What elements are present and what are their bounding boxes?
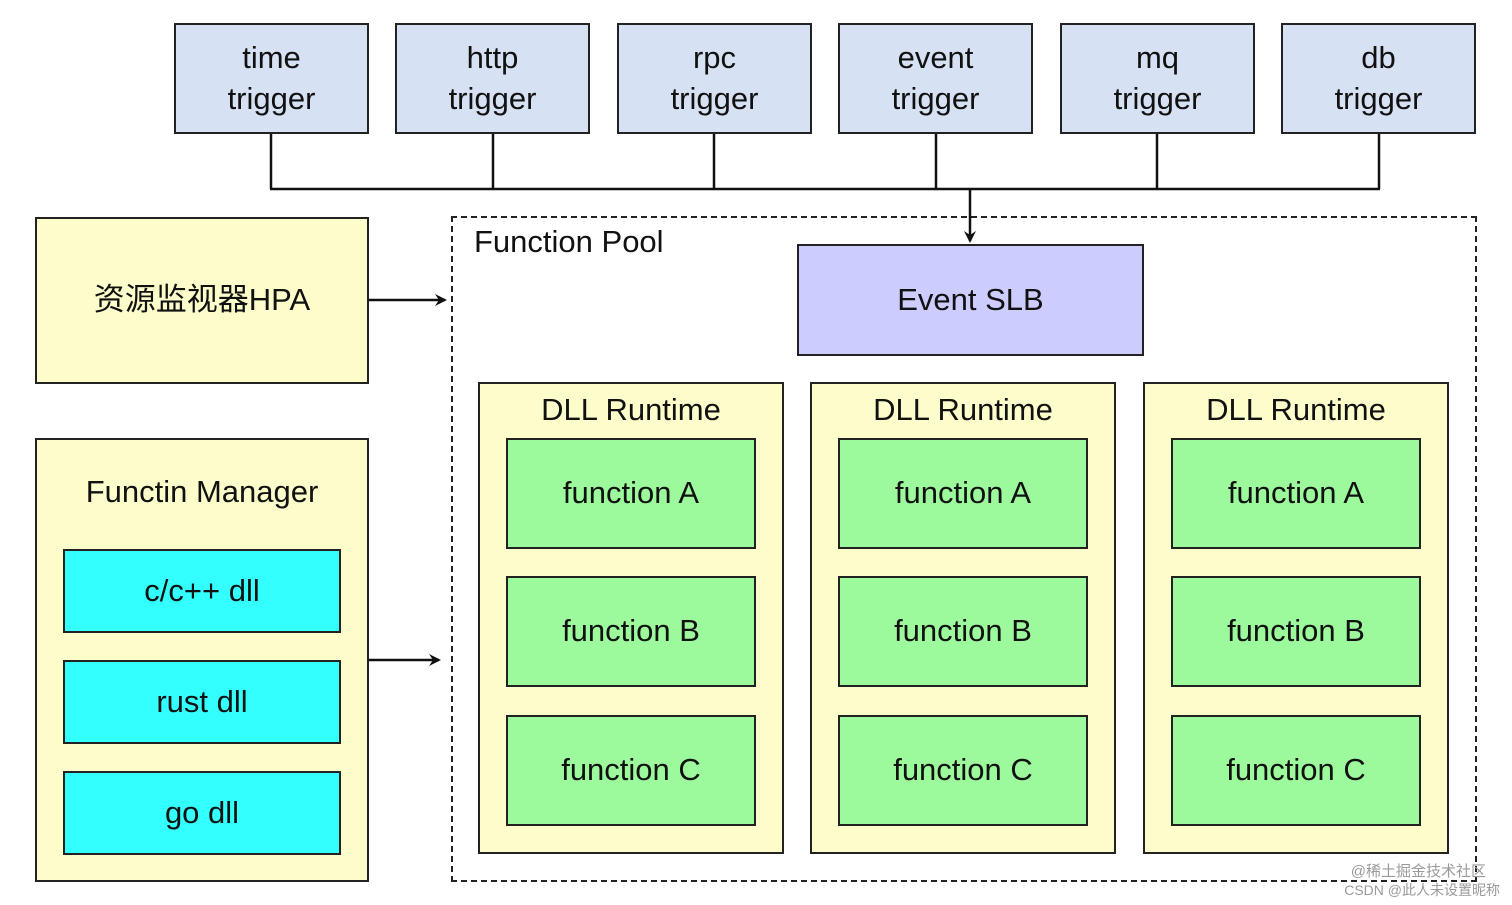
function-box: function A (506, 438, 756, 549)
watermark-line-1: @稀土掘金技术社区 (1350, 863, 1486, 880)
trigger-label: mq (1135, 40, 1180, 76)
monitor-label: 资源监视器HPA (93, 282, 311, 318)
runtime-title: DLL Runtime (1206, 392, 1386, 427)
function-box: function A (838, 438, 1088, 549)
trigger-label: trigger (227, 80, 316, 116)
function-box: function C (838, 715, 1088, 826)
function-label: function B (562, 613, 700, 649)
function-label: function A (1227, 475, 1365, 511)
function-box: function B (506, 576, 756, 687)
function-box: function C (506, 715, 756, 826)
event-trigger-box: event trigger (838, 23, 1033, 134)
trigger-label: http (466, 40, 519, 76)
function-label: function C (561, 752, 701, 788)
trigger-label: trigger (670, 80, 759, 116)
dll-box: c/c++ dll (63, 549, 341, 633)
trigger-label: rpc (692, 40, 737, 76)
trigger-label: time (242, 40, 301, 76)
function-label: function A (894, 475, 1032, 511)
trigger-label: event (897, 40, 974, 76)
function-label: function A (562, 475, 700, 511)
trigger-label: trigger (448, 80, 537, 116)
function-label: function B (1227, 613, 1365, 649)
hpa-monitor-box: 资源监视器HPA (35, 217, 369, 384)
function-label: function C (1226, 752, 1366, 788)
function-pool-container (451, 216, 1477, 882)
function-box: function B (838, 576, 1088, 687)
rpc-trigger-box: rpc trigger (617, 23, 812, 134)
function-box: function A (1171, 438, 1421, 549)
mq-trigger-box: mq trigger (1060, 23, 1255, 134)
runtime-title: DLL Runtime (873, 392, 1053, 427)
trigger-label: trigger (1113, 80, 1202, 116)
function-box: function B (1171, 576, 1421, 687)
runtime-title: DLL Runtime (541, 392, 721, 427)
function-label: function C (893, 752, 1033, 788)
watermark-line-2: CSDN @此人未设置昵称 (1344, 882, 1500, 898)
function-box: function C (1171, 715, 1421, 826)
trigger-label: trigger (891, 80, 980, 116)
function-pool-title: Function Pool (474, 224, 664, 259)
event-slb-box: Event SLB (797, 244, 1144, 356)
dll-box: rust dll (63, 660, 341, 744)
db-trigger-box: db trigger (1281, 23, 1476, 134)
function-label: function B (894, 613, 1032, 649)
function-manager-title: Functin Manager (85, 474, 319, 509)
dll-label: go dll (164, 794, 240, 830)
slb-label: Event SLB (897, 281, 1044, 317)
http-trigger-box: http trigger (395, 23, 590, 134)
trigger-label: db (1361, 40, 1396, 76)
dll-box: go dll (63, 771, 341, 855)
time-trigger-box: time trigger (174, 23, 369, 134)
trigger-label: trigger (1334, 80, 1423, 116)
dll-label: c/c++ dll (144, 572, 260, 608)
dll-label: rust dll (156, 683, 248, 719)
